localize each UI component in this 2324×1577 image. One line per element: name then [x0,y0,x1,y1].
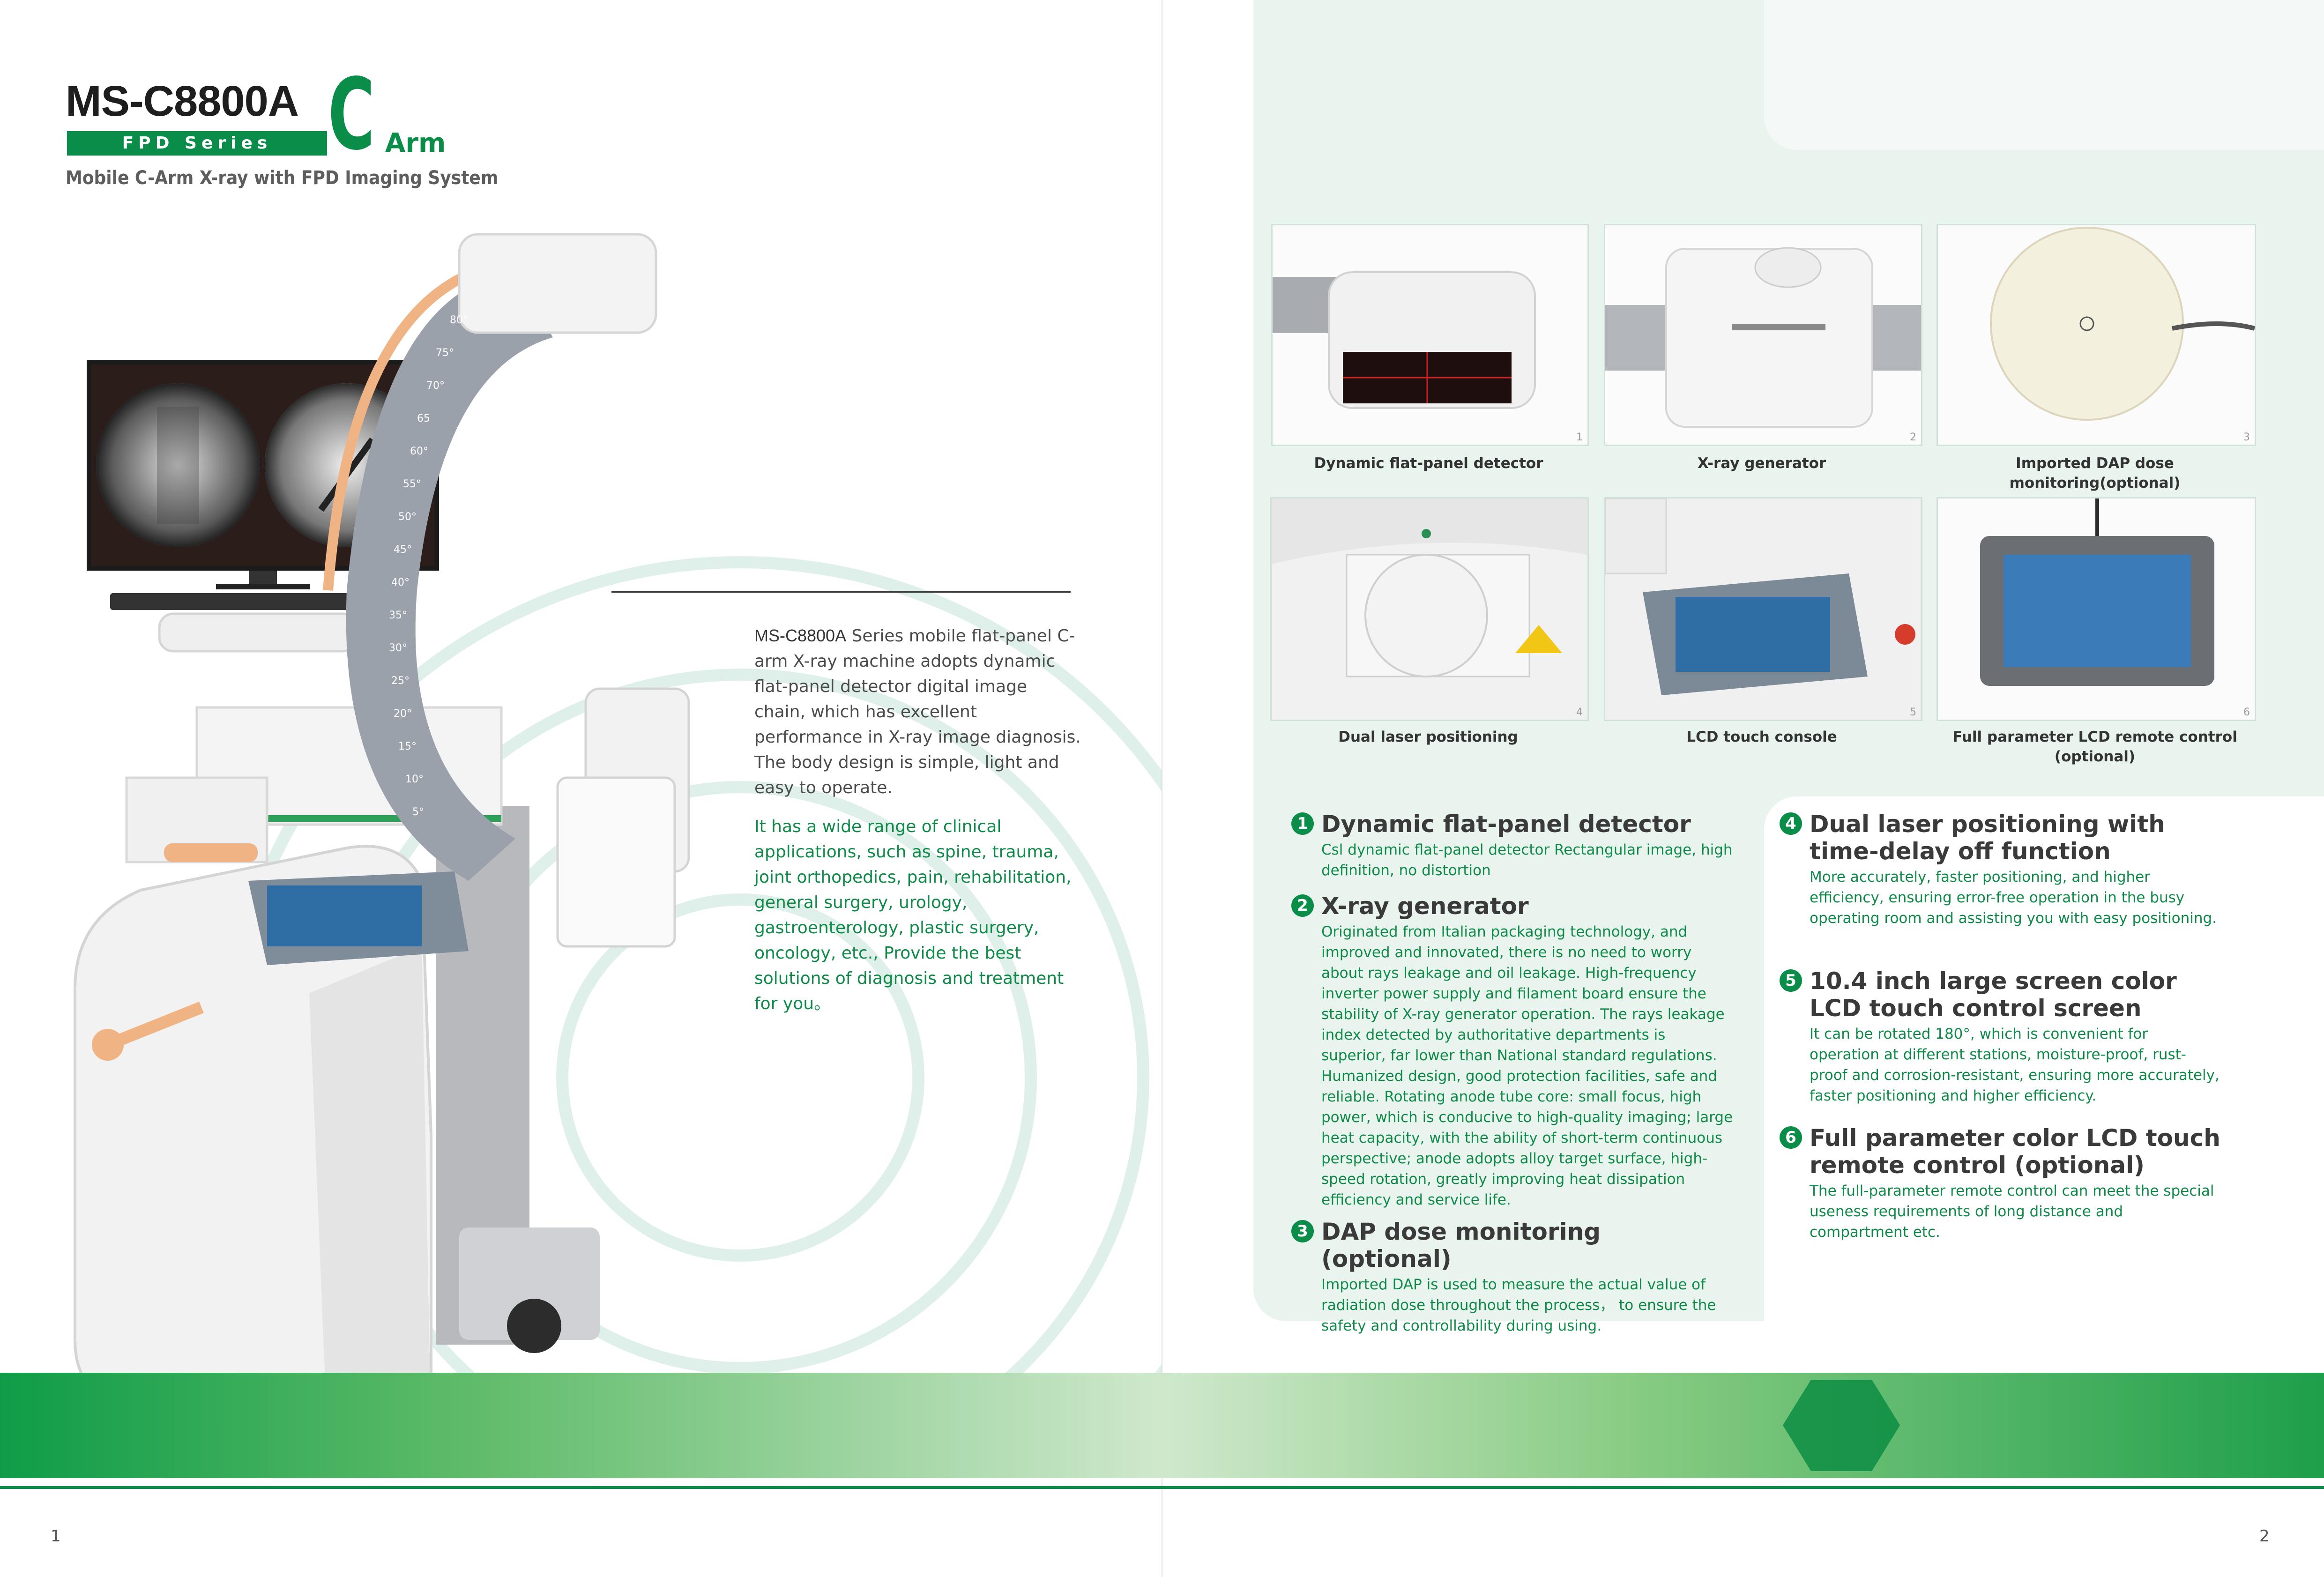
product-subtitle: Mobile C-Arm X-ray with FPD Imaging Syst… [66,167,499,189]
svg-text:25°: 25° [391,675,410,687]
feature-body-6: The full-parameter remote control can me… [1810,1183,2214,1241]
feature-body-2: Originated from Italian packaging techno… [1321,923,1733,1208]
feature-4: 4 Dual laser positioning with time-delay… [1780,811,2222,929]
svg-text:20°: 20° [394,708,412,720]
photo-index-1: 1 [1576,431,1583,443]
footer-green-band [0,1373,2324,1478]
svg-text:45°: 45° [394,544,412,556]
feature-6: 6 Full parameter color LCD touch remote … [1780,1124,2222,1242]
photo-dap-dose-monitoring: 3 [1937,224,2256,446]
svg-text:10°: 10° [405,774,424,785]
photo-x-ray-generator: 2 [1604,224,1922,446]
caption-lcd-touch-console: LCD touch console [1686,729,1837,745]
feature-3: 3 DAP dose monitoring (optional) Importe… [1291,1218,1734,1336]
footer-rule [0,1486,2324,1489]
photo-index-4: 4 [1576,707,1583,718]
feature-number-3: 3 [1291,1220,1314,1242]
c-letter-logo: C [328,57,375,172]
series-label: FPD Series [67,131,327,156]
svg-text:30°: 30° [389,642,407,654]
svg-text:80°: 80° [450,314,468,326]
caption-dap-dose-monitoring: Imported DAP dose monitoring(optional) [2009,455,2181,491]
svg-text:5°: 5° [412,806,424,818]
feature-5: 5 10.4 inch large screen color LCD touch… [1780,967,2222,1106]
svg-text:65: 65 [417,413,430,424]
svg-text:40°: 40° [391,577,410,588]
svg-text:55°: 55° [403,478,421,490]
svg-text:35°: 35° [389,610,407,621]
svg-text:15°: 15° [398,741,417,752]
svg-text:50°: 50° [398,511,417,523]
caption-flat-panel-detector: Dynamic flat-panel detector [1314,455,1543,472]
feature-number-1: 1 [1291,812,1314,835]
feature-number-6: 6 [1780,1126,1802,1149]
photo-dual-laser-positioning: 4 [1270,497,1589,721]
feature-title-5: 10.4 inch large screen color LCD touch c… [1810,967,2177,1022]
footer-hexagon-decor [1783,1380,1900,1471]
top-right-white-tab [1764,0,2324,150]
svg-text:75°: 75° [436,347,454,359]
svg-text:60°: 60° [410,446,428,457]
photo-index-6: 6 [2243,707,2250,718]
feature-number-2: 2 [1291,894,1314,917]
model-title: MS-C8800A [66,77,299,125]
feature-title-3: DAP dose monitoring (optional) [1321,1218,1601,1272]
c-arm-machine-image: 80° 75° 70° 65 60° 55° 50° 45° 40° 35° 30° 25° 20… [47,216,750,1480]
feature-body-3: Imported DAP is used to measure the actu… [1321,1276,1716,1334]
applications-paragraph: It has a wide range of clinical applicat… [754,817,1072,1013]
page-number-right: 2 [2259,1527,2270,1546]
feature-number-4: 4 [1780,812,1802,835]
feature-number-5: 5 [1780,969,1802,992]
feature-title-2: X-ray generator [1321,893,1529,920]
page-number-left: 1 [51,1527,61,1546]
feature-2: 2 X-ray generator Originated from Italia… [1291,893,1734,1210]
intro-text: Series mobile flat-panel C-arm X-ray mac… [754,626,1081,797]
caption-x-ray-generator: X-ray generator [1697,455,1826,472]
caption-dual-laser-positioning: Dual laser positioning [1338,729,1518,745]
feature-body-1: Csl dynamic flat-panel detector Rectangu… [1321,841,1733,879]
photo-index-3: 3 [2243,431,2250,443]
feature-title-1: Dynamic flat-panel detector [1321,811,1691,838]
svg-text:70°: 70° [426,380,445,392]
feature-title-4: Dual laser positioning with time-delay o… [1810,811,2165,865]
intro-paragraph: MS-C8800A Series mobile flat-panel C-arm… [754,623,1082,801]
photo-index-2: 2 [1910,431,1916,443]
feature-body-5: It can be rotated 180°, which is conveni… [1810,1026,2220,1104]
photo-index-5: 5 [1910,707,1916,718]
feature-title-6: Full parameter color LCD touch remote co… [1810,1124,2220,1179]
photo-lcd-remote-control: 6 [1937,497,2256,721]
photo-flat-panel-detector: 1 [1271,224,1589,446]
feature-body-4: More accurately, faster positioning, and… [1810,869,2217,927]
caption-lcd-remote-control: Full parameter LCD remote control (optio… [1952,729,2237,765]
intro-model-name: MS-C8800A [754,626,847,645]
intro-divider [611,591,1071,593]
arm-word: Arm [385,128,446,158]
photo-lcd-touch-console: 5 [1604,497,1922,721]
feature-1: 1 Dynamic flat-panel detector Csl dynami… [1291,811,1734,881]
feature-area-cutout [1764,796,2324,1321]
